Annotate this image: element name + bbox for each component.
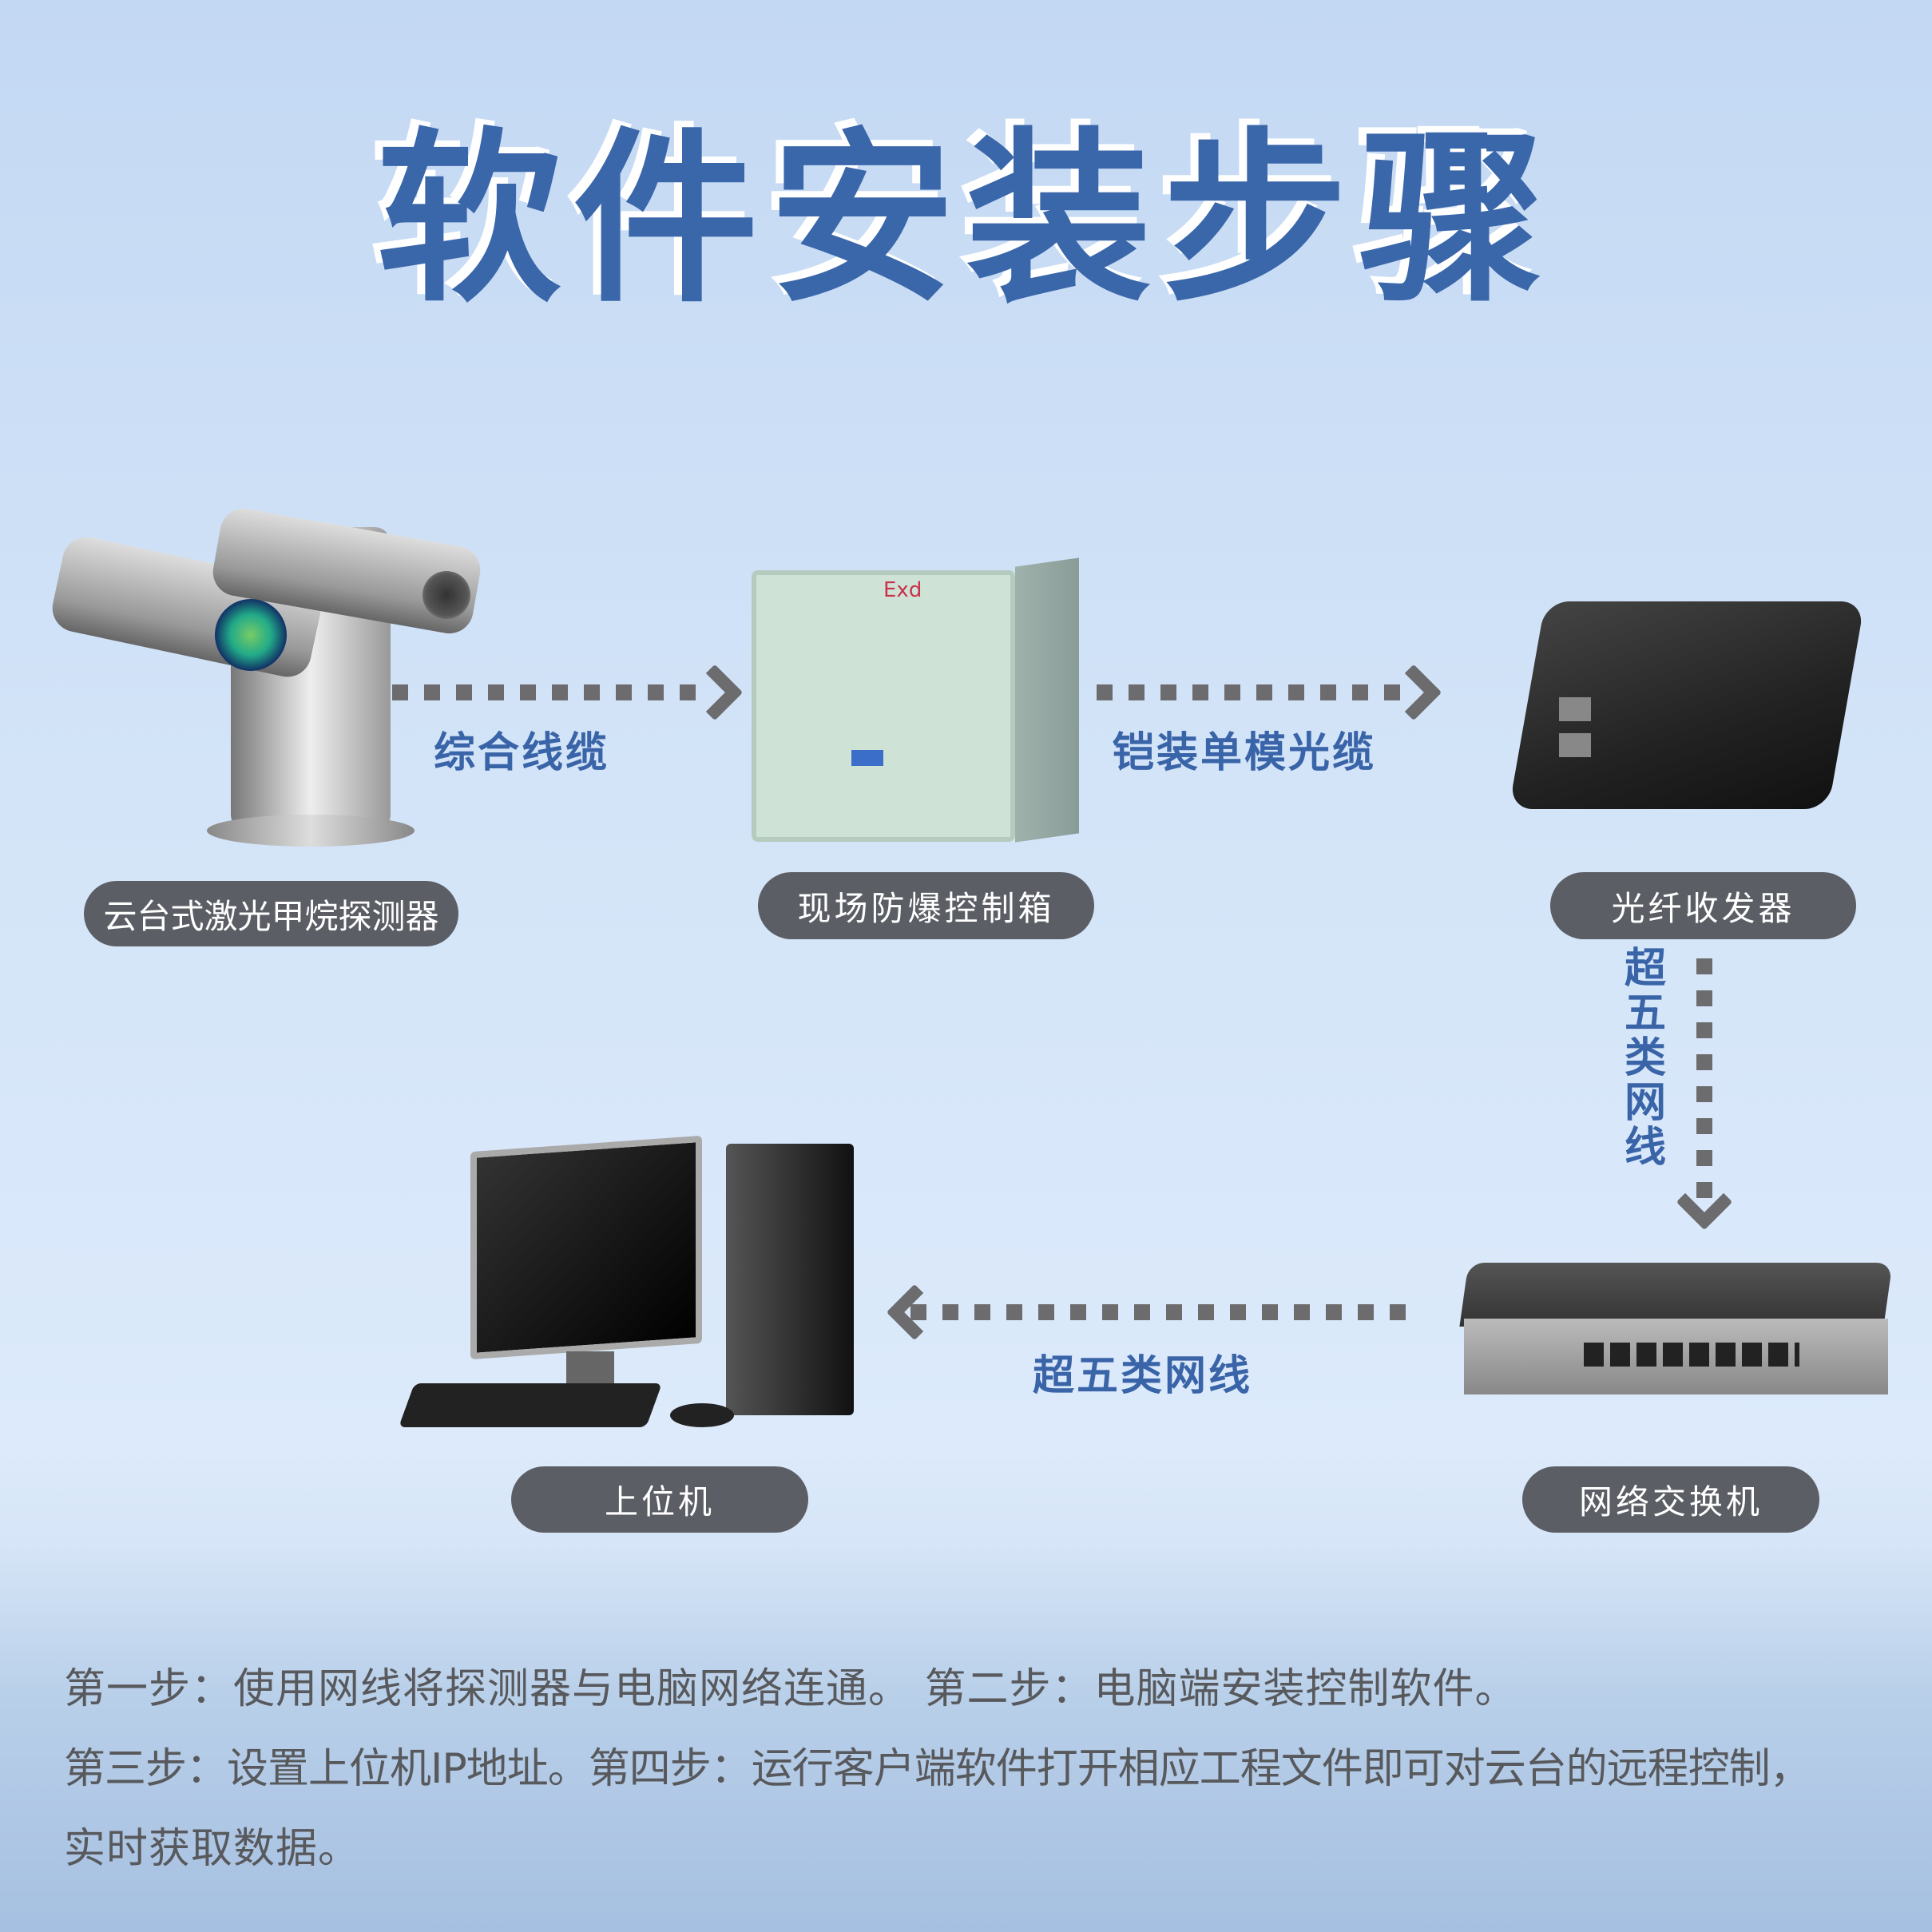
- page-title: 软件安装步骤: [376, 112, 1556, 327]
- step-text-line-2: 第三步：设置上位机IP地址。第四步：运行客户端软件打开相应工程文件即可对云台的远…: [64, 1745, 1811, 1793]
- step-text-line-3: 实时获取数据。: [64, 1825, 361, 1873]
- label-control-box: 现场防爆控制箱: [758, 872, 1094, 939]
- fiber-transceiver-image: [1479, 601, 1865, 826]
- arrow-down-icon: [1676, 1173, 1733, 1231]
- dashed-arrow-line: [910, 1304, 1414, 1320]
- exd-mark: Exd: [883, 578, 922, 602]
- dashed-arrow-line: [392, 684, 704, 700]
- arrow-right-icon: [1385, 664, 1442, 721]
- connection-label-cat5e-vertical: 超五类网线: [1624, 945, 1666, 1172]
- dashed-arrow-line: [1696, 958, 1712, 1198]
- dashed-arrow-line: [1097, 684, 1404, 700]
- desktop-computer-image: [398, 1128, 856, 1442]
- label-camera: 云台式激光甲烷探测器: [84, 881, 458, 946]
- connection-label-armored-fiber: 铠装单模光缆: [1113, 729, 1377, 777]
- label-network-switch: 网络交换机: [1522, 1466, 1819, 1533]
- label-host-computer: 上位机: [511, 1466, 808, 1533]
- network-switch-image: [1459, 1263, 1893, 1395]
- connection-label-cat5e: 超五类网线: [1033, 1352, 1253, 1400]
- connection-label-composite-cable: 综合线缆: [434, 729, 610, 777]
- camera-image: [48, 505, 506, 847]
- step-text-line-1: 第一步：使用网线将探测器与电脑网络连通。 第二步：电脑端安装控制软件。: [64, 1665, 1517, 1713]
- label-fiber-transceiver: 光纤收发器: [1550, 872, 1856, 939]
- control-box-image: Exd: [752, 554, 1091, 847]
- arrow-right-icon: [686, 664, 744, 721]
